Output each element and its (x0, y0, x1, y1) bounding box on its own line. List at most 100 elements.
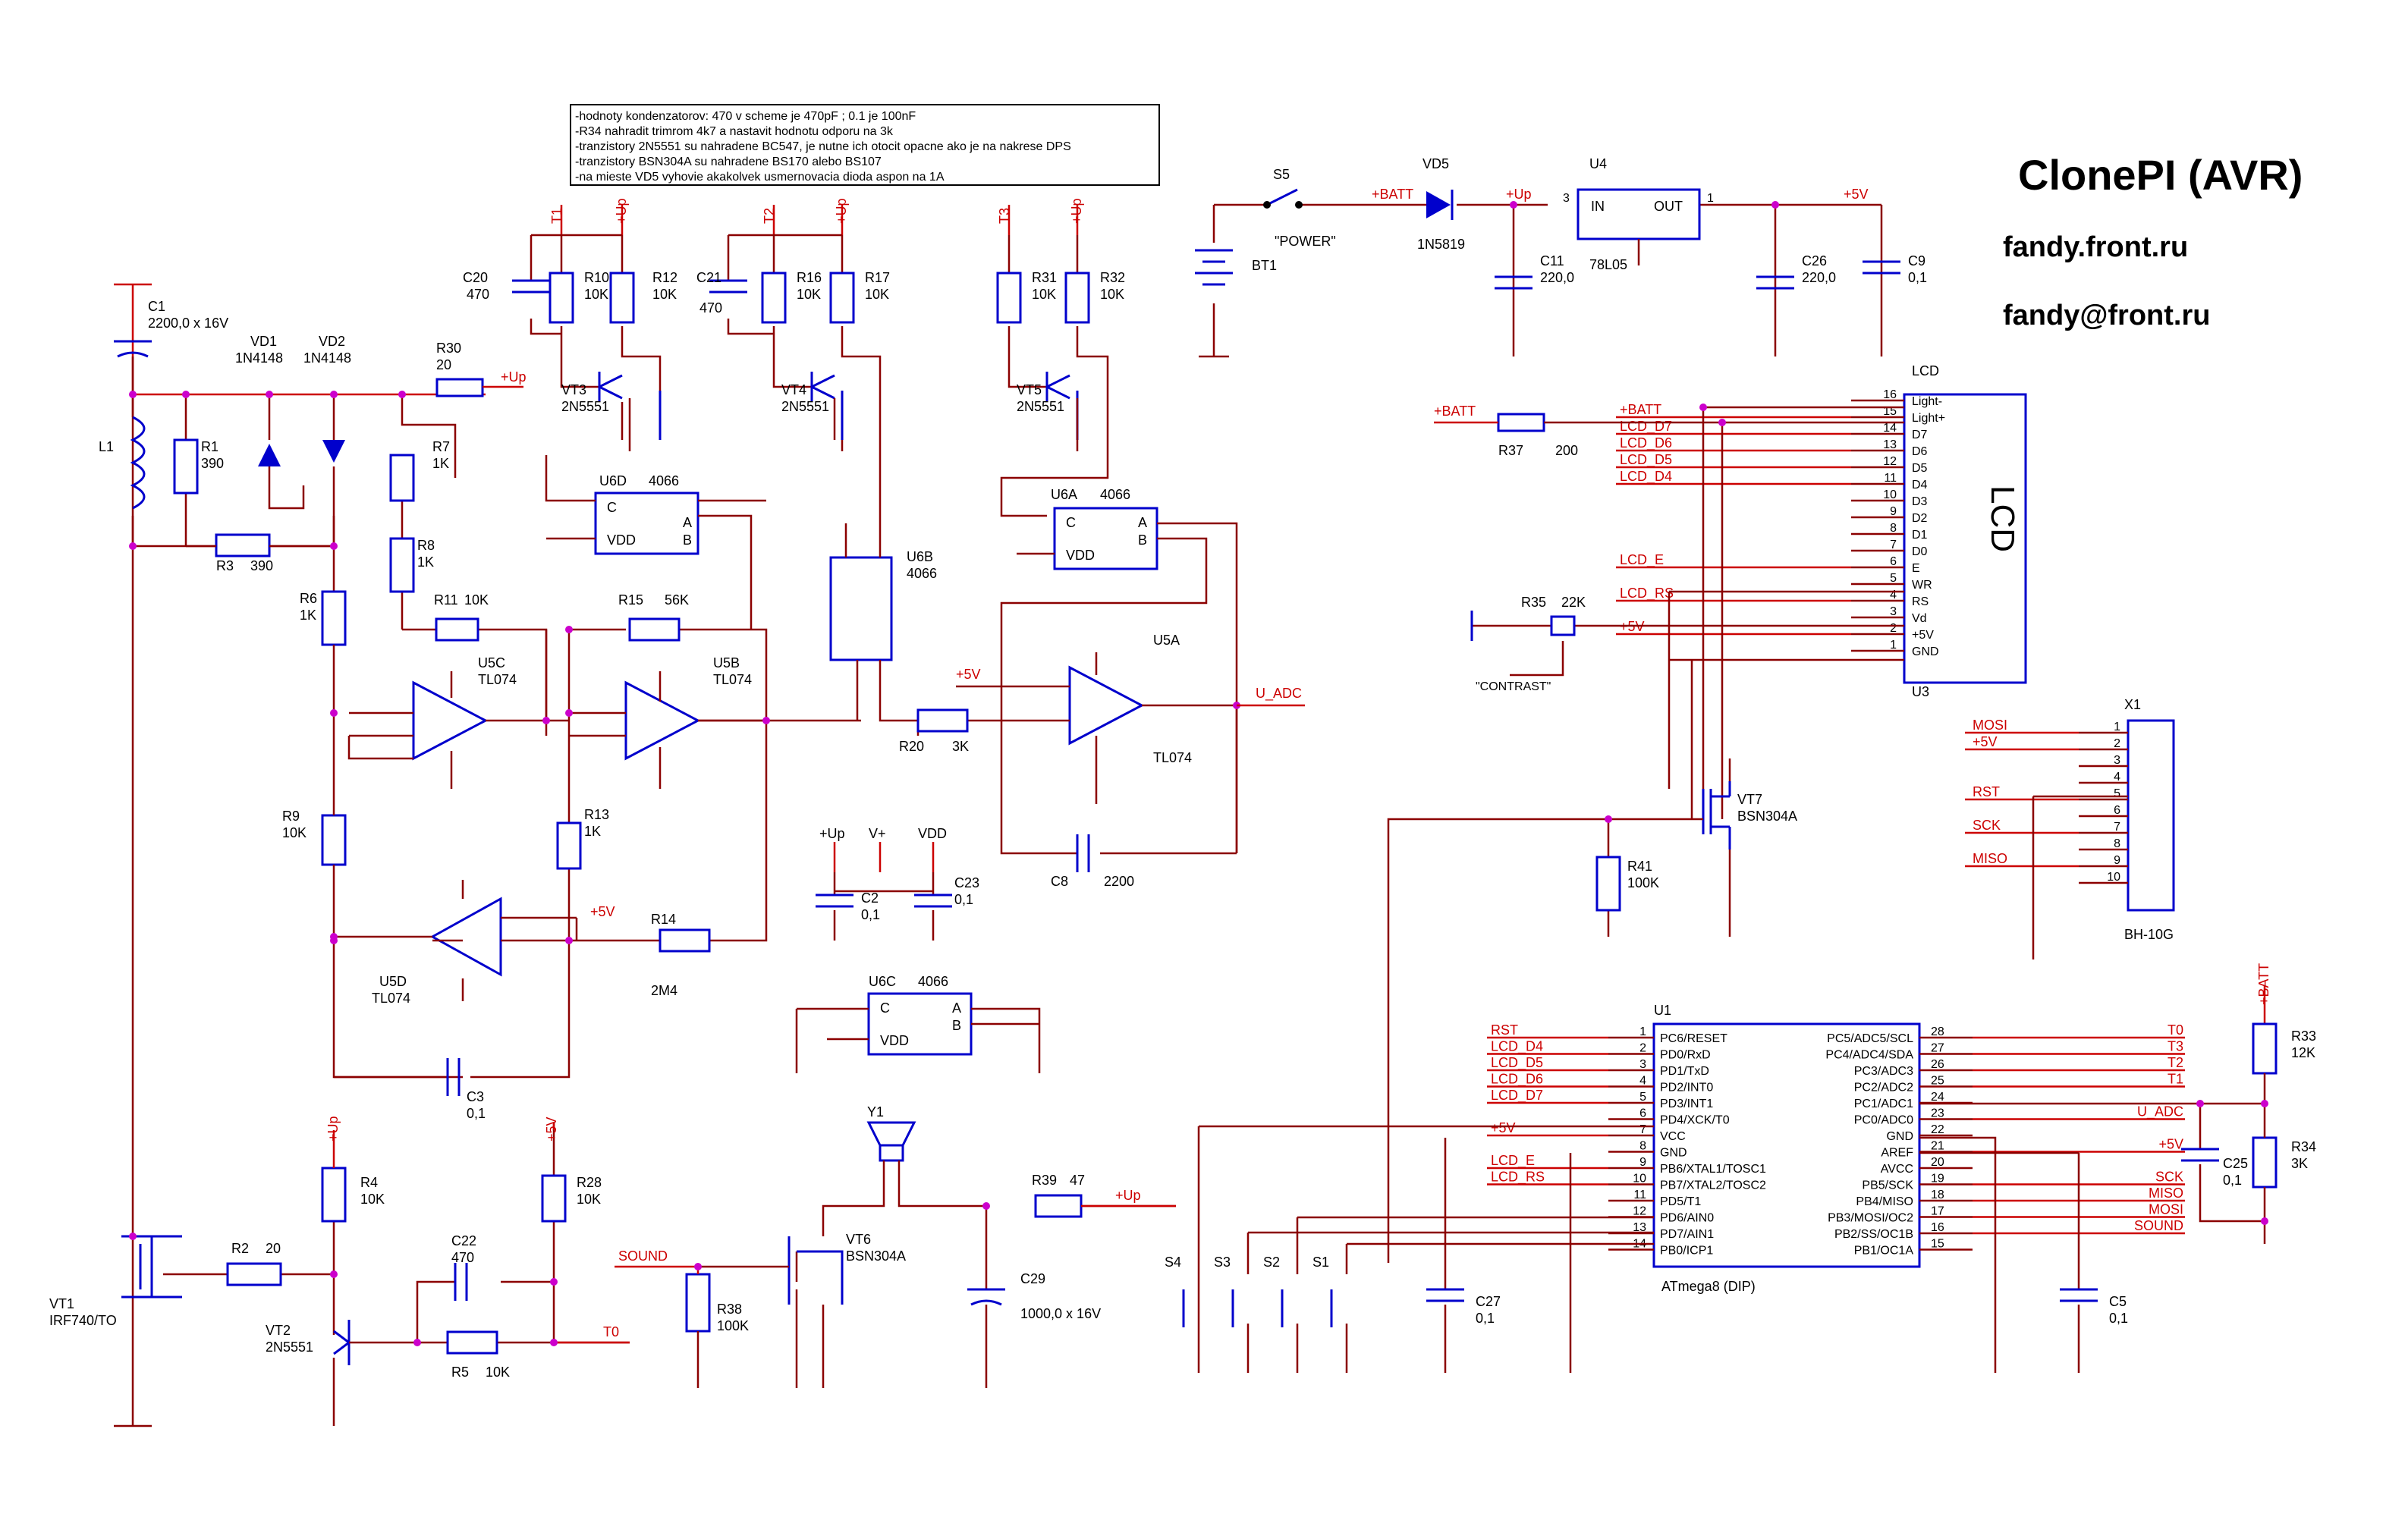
x1-pin-net: SCK (1973, 818, 2001, 833)
vdd-net: VDD (918, 826, 947, 841)
vd5-ref: VD5 (1422, 156, 1449, 171)
lcd-pin-number: 6 (1890, 555, 1897, 568)
t2-net: T2 (762, 208, 777, 224)
r7-ref: R7 (432, 439, 450, 454)
s1-ref: S1 (1312, 1255, 1329, 1270)
r41-val: 100K (1627, 875, 1659, 890)
u1-left-pin-net: LCD_D5 (1491, 1055, 1543, 1071)
u5c-type: TL074 (478, 672, 517, 687)
u1-right-pin-name: PB5/SCK (1862, 1179, 1913, 1192)
c3-val: 0,1 (467, 1106, 486, 1121)
t1-net: T1 (549, 208, 564, 224)
pulse-section: T1 +Up T2 +Up T3 +Up C20 470 R10 10K R12… (463, 198, 1125, 523)
r32-ref: R32 (1100, 270, 1125, 285)
lcd-pin-number: 14 (1883, 422, 1897, 435)
lcd-pin-net: LCD_D5 (1620, 452, 1672, 468)
u1-right-pin-number: 21 (1931, 1140, 1944, 1153)
u1-left-pin-name: PD7/AIN1 (1660, 1228, 1714, 1241)
r4-ref: R4 (360, 1175, 378, 1190)
s5-label: "POWER" (1275, 234, 1336, 249)
c5-ref: C5 (2109, 1294, 2127, 1309)
lcd-pin-net: LCD_E (1620, 552, 1664, 568)
lcd-pin-net: LCD_D6 (1620, 435, 1672, 451)
c27-val: 0,1 (1476, 1311, 1495, 1326)
u1-right-pin-number: 22 (1931, 1123, 1944, 1136)
lcd-pin-name: WR (1912, 579, 1932, 592)
c22-ref: C22 (451, 1233, 476, 1248)
u1-right-pin-number: 20 (1931, 1156, 1944, 1169)
u1-left-pin-name: PB0/ICP1 (1660, 1245, 1713, 1258)
lcd-pin-number: 4 (1890, 589, 1897, 601)
u1-right-pin-number: 28 (1931, 1025, 1944, 1038)
u1-right-pin-name: AREF (1881, 1147, 1913, 1160)
u1-left-pin-number: 1 (1639, 1025, 1646, 1038)
u1-right-pin-net: T1 (2168, 1072, 2183, 1087)
decoupling-section: +Up V+ VDD C2 0,1 C23 0,1 (816, 826, 979, 941)
u1-right-pin-net: +5V (2158, 1137, 2183, 1152)
c21-val: 470 (699, 300, 722, 316)
u1-left-pin-net: LCD_D6 (1491, 1072, 1543, 1088)
x1-pin-net: RST (1973, 784, 2000, 799)
r6-val: 1K (300, 608, 316, 623)
u1-left-pin-number: 2 (1639, 1042, 1646, 1055)
u1-left-pin-name: PD6/AIN0 (1660, 1212, 1714, 1225)
vt5-type: 2N5551 (1017, 399, 1064, 414)
x1-ref: X1 (2124, 697, 2141, 712)
r7-val: 1K (432, 456, 449, 471)
vt6-type: BSN304A (846, 1248, 906, 1264)
t3-net: T3 (997, 208, 1012, 224)
x1-pin-number: 2 (2114, 737, 2120, 750)
c27-ref: C27 (1476, 1294, 1501, 1309)
u6d-vdd: VDD (607, 532, 636, 548)
r14-ref: R14 (651, 912, 676, 927)
p5v-net-u5d: +5V (590, 904, 615, 919)
r31-val: 10K (1032, 287, 1056, 302)
r34-val: 3K (2291, 1156, 2308, 1171)
c20-val: 470 (467, 287, 489, 302)
r37-val: 200 (1555, 443, 1578, 458)
u1-right-pin-name: PB3/MOSI/OC2 (1828, 1212, 1913, 1225)
x1-pin-number: 10 (2107, 871, 2120, 884)
y1-ref: Y1 (867, 1104, 884, 1120)
u1-right-pin-net: SCK (2155, 1170, 2183, 1185)
r10-val: 10K (584, 287, 608, 302)
c8-ref: C8 (1051, 874, 1068, 889)
u5a-type: TL074 (1153, 750, 1192, 765)
r30-ref: R30 (436, 341, 461, 356)
r13-val: 1K (584, 824, 601, 839)
u1-left-pin-name: PB6/XTAL1/TOSC1 (1660, 1163, 1766, 1176)
x1-pin-net: MOSI (1973, 718, 2007, 733)
r30-val: 20 (436, 357, 451, 372)
r35-val: 22K (1561, 595, 1586, 610)
u1-right-pin-number: 15 (1931, 1238, 1944, 1251)
up-net-c2: +Up (819, 826, 845, 841)
c26-ref: C26 (1802, 253, 1827, 269)
contrast-label: "CONTRAST" (1476, 680, 1551, 693)
r3-val: 390 (250, 558, 273, 573)
notes-box (570, 104, 1160, 186)
lcd-pin-number: 1 (1890, 639, 1897, 652)
lcd-pin-name: D7 (1912, 429, 1928, 441)
u5b-ref: U5B (713, 655, 740, 670)
vt3-type: 2N5551 (561, 399, 609, 414)
u5c-ref: U5C (478, 655, 505, 670)
x1-pin-net: +5V (1973, 734, 1998, 749)
r2-ref: R2 (231, 1241, 249, 1256)
opamp-section: +5V U5C TL074 U5B TL074 U5D TL074 R15 56… (330, 592, 861, 1121)
r16-ref: R16 (797, 270, 822, 285)
u1-right-pin-name: PC1/ADC1 (1854, 1098, 1913, 1110)
r28-ref: R28 (577, 1175, 602, 1190)
r33-ref: R33 (2291, 1029, 2316, 1044)
u1-right-pin-number: 27 (1931, 1042, 1944, 1055)
u1-right-pin-number: 18 (1931, 1189, 1944, 1201)
u1-right-pin-name: PB4/MISO (1856, 1195, 1913, 1208)
u6c-type: 4066 (918, 974, 948, 989)
r1-val: 390 (201, 456, 224, 471)
lcd-pin-name: +5V (1912, 629, 1934, 642)
u1-left-pin-number: 3 (1639, 1058, 1646, 1071)
u6a-c: C (1066, 515, 1076, 530)
p5v-net-r28: +5V (544, 1116, 559, 1142)
vd5-type: 1N5819 (1417, 237, 1465, 252)
r11-ref: R11 (434, 592, 458, 608)
u1-left-pin-name: PD1/TxD (1660, 1065, 1709, 1078)
